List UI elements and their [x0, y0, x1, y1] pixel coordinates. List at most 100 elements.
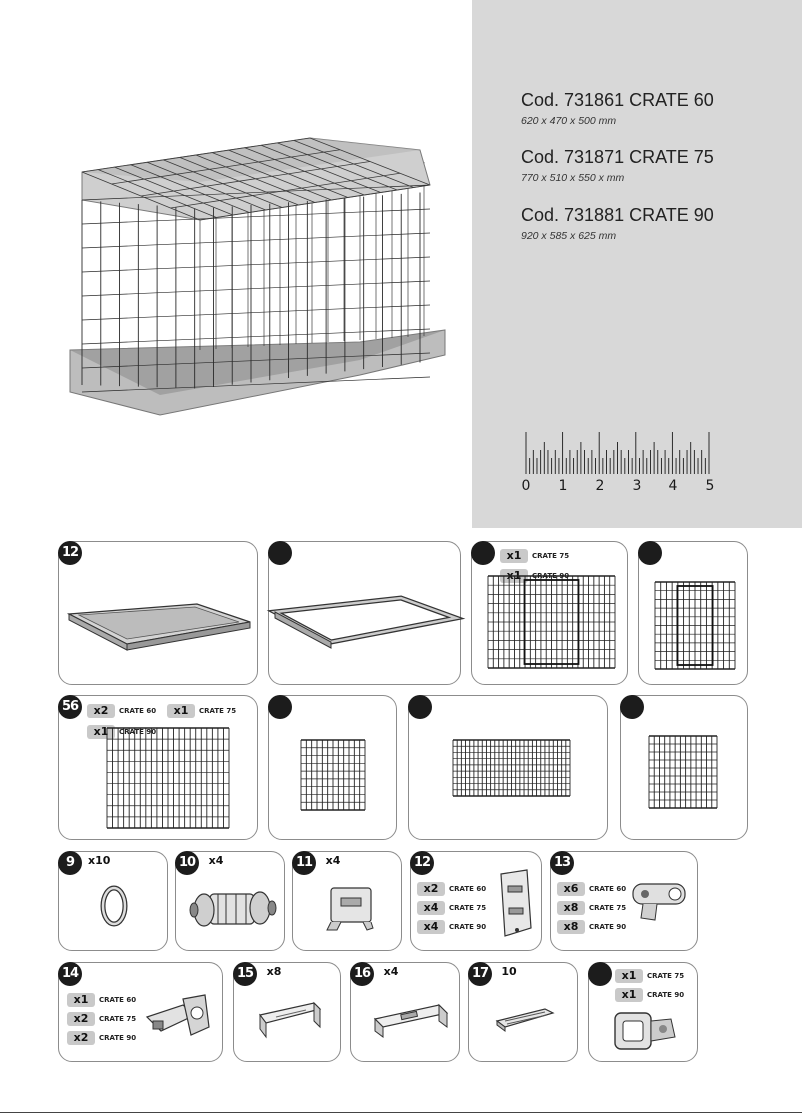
quantity-model-label: CRATE 75	[647, 972, 685, 980]
part-number-badge: 16	[350, 962, 374, 986]
part-number-badge: 10	[175, 851, 199, 875]
ring-icon	[100, 885, 128, 927]
long-clip-icon	[373, 1003, 449, 1038]
quantity-model-label: CRATE 90	[589, 923, 627, 931]
quantity-tag: x4	[417, 901, 445, 915]
part-box-lock: x1 CRATE 75 x1 CRATE 90	[588, 962, 698, 1062]
part-number-badge: 12	[410, 851, 434, 875]
quantity-model-label: CRATE 90	[449, 923, 487, 931]
quantity-tag: 10	[501, 965, 517, 978]
product-code-3: Cod. 731881 CRATE 90	[521, 205, 714, 225]
footer-line	[0, 1112, 802, 1113]
part-number-badge: 12	[58, 541, 82, 565]
quantity-tag: x2	[417, 882, 445, 896]
rail-icon	[495, 1008, 555, 1032]
part-box-roller-connector: x4	[175, 851, 285, 951]
part-box-short-panel	[268, 695, 397, 840]
quantity-tag: x2	[67, 1012, 95, 1026]
quantity-tag: x2	[67, 1031, 95, 1045]
part-box-clip: x6 CRATE 60 x8 CRATE 75 x8 CRATE 90	[550, 851, 698, 951]
quantity-model-label: CRATE 60	[99, 996, 137, 1004]
quantity-tag: x1	[167, 704, 195, 718]
door-lock-icon	[614, 1012, 676, 1050]
part-box-wide-panel	[408, 695, 608, 840]
part-number-badge-empty	[620, 695, 644, 719]
quantity-model-label: CRATE 75	[532, 552, 570, 560]
part-number-badge-empty	[588, 962, 612, 986]
part-number-badge: 17	[468, 962, 492, 986]
ruler-label-5: 5	[705, 478, 715, 494]
quantity-tag: x4	[208, 854, 224, 867]
hinge-icon	[145, 994, 210, 1036]
product-dims-2: 770 x 510 x 550 x mm	[521, 172, 625, 184]
part-number-badge-empty	[638, 541, 662, 565]
product-code-2: Cod. 731871 CRATE 75	[521, 147, 714, 167]
part-number-badge-empty	[268, 541, 292, 565]
part-number-badge: 13	[550, 851, 574, 875]
quantity-tag: x4	[417, 920, 445, 934]
product-dims-3: 920 x 585 x 625 mm	[521, 230, 617, 242]
short-panel-grid-icon	[300, 739, 366, 811]
part-box-long-side-panel: x2 CRATE 60 x1 CRATE 75 x1 CRATE 90	[58, 695, 258, 840]
quantity-tag: x8	[557, 901, 585, 915]
quantity-tag: x2	[87, 704, 115, 718]
quantity-tag: x10	[88, 854, 111, 867]
part-number-badge: 11	[292, 851, 316, 875]
quantity-model-label: CRATE 90	[119, 728, 157, 736]
strip-clip-icon	[258, 1001, 322, 1039]
bracket-icon	[500, 869, 532, 937]
quantity-tag: x4	[325, 854, 341, 867]
measurement-ruler	[525, 432, 710, 474]
quantity-model-label: CRATE 75	[99, 1015, 137, 1023]
quantity-tag: x1	[500, 549, 528, 563]
quantity-model-label: CRATE 75	[199, 707, 237, 715]
part-box-bracket: x2 CRATE 60 x4 CRATE 75 x4 CRATE 90	[410, 851, 542, 951]
quantity-tag: x8	[557, 920, 585, 934]
part-box-top-frame	[266, 541, 466, 685]
side-panel-grid-icon	[106, 727, 230, 829]
part-number-badge: 14	[58, 962, 82, 986]
part-number-badge: 15	[233, 962, 257, 986]
part-number-badge-empty	[471, 541, 495, 565]
product-dims-1: 620 x 470 x 500 mm	[521, 115, 617, 127]
base-tray-icon	[66, 603, 251, 651]
quantity-model-label: CRATE 75	[449, 904, 487, 912]
ruler-label-3: 3	[632, 478, 642, 494]
end-panel-grid-icon	[648, 735, 718, 809]
part-box-hinge: x1 CRATE 60 x2 CRATE 75 x2 CRATE 90	[58, 962, 223, 1062]
quantity-tag: x4	[383, 965, 399, 978]
quantity-model-label: CRATE 90	[647, 991, 685, 999]
part-number-badge: 9	[58, 851, 82, 875]
crate-illustration	[69, 137, 446, 416]
part-box-base-tray	[58, 541, 258, 685]
door-panel-grid-icon	[487, 575, 616, 669]
wide-panel-grid-icon	[452, 739, 571, 797]
part-box-end-panel	[620, 695, 748, 840]
part-box-side-door-panel: x1 CRATE 75 x1 CRATE 90	[471, 541, 628, 685]
header-gray-panel	[472, 0, 802, 528]
quantity-tag: x6	[557, 882, 585, 896]
top-frame-icon	[266, 595, 466, 649]
quantity-model-label: CRATE 60	[449, 885, 487, 893]
roller-connector-icon	[189, 891, 277, 927]
quantity-model-label: CRATE 60	[119, 707, 157, 715]
part-box-small-door	[638, 541, 748, 685]
quantity-tag: x1	[67, 993, 95, 1007]
quantity-tag: x1	[615, 969, 643, 983]
ruler-label-2: 2	[595, 478, 605, 494]
part-number-badge: 56	[58, 695, 82, 719]
quantity-tag: x8	[266, 965, 282, 978]
small-door-grid-icon	[654, 581, 736, 670]
ruler-label-1: 1	[558, 478, 568, 494]
product-code-1: Cod. 731861 CRATE 60	[521, 90, 714, 110]
quantity-model-label: CRATE 75	[589, 904, 627, 912]
quantity-tag: x1	[615, 988, 643, 1002]
clip-icon	[632, 883, 686, 921]
quantity-model-label: CRATE 90	[99, 1034, 137, 1042]
quantity-model-label: CRATE 60	[589, 885, 627, 893]
ruler-label-4: 4	[668, 478, 678, 494]
latch-icon	[326, 887, 374, 931]
ruler-label-0: 0	[521, 478, 531, 494]
part-number-badge-empty	[268, 695, 292, 719]
part-number-badge-empty	[408, 695, 432, 719]
